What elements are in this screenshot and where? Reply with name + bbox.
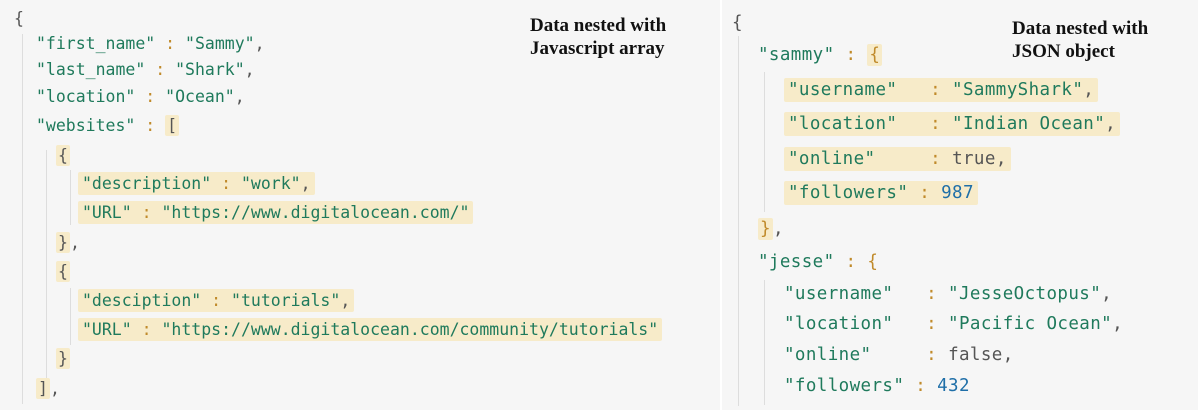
code-line: "sammy" : { bbox=[758, 44, 883, 66]
code-line: "last_name" : "Shark", bbox=[36, 60, 255, 79]
code-line: "online" : true, bbox=[784, 147, 1011, 171]
code-line: { bbox=[732, 13, 743, 33]
code-line: "location" : "Indian Ocean", bbox=[784, 112, 1121, 136]
code-line: "description" : "work", bbox=[78, 172, 315, 196]
code-line: "followers" : 432 bbox=[784, 376, 970, 396]
indent-guide bbox=[22, 34, 23, 404]
indent-guide bbox=[70, 170, 71, 225]
code-line: "first_name" : "Sammy", bbox=[36, 34, 265, 53]
code-line: "username" : "SammyShark", bbox=[784, 78, 1099, 102]
code-line: "online" : false, bbox=[784, 345, 1014, 365]
code-line: "websites" : [ bbox=[36, 115, 180, 136]
code-line: { bbox=[56, 261, 70, 282]
indent-guide bbox=[46, 150, 47, 380]
code-line: "desciption" : "tutorials", bbox=[78, 289, 355, 313]
code-line: "URL" : "https://www.digitalocean.com/co… bbox=[78, 318, 663, 342]
panel-divider bbox=[720, 0, 722, 415]
code-line: ], bbox=[36, 378, 60, 399]
indent-guide bbox=[70, 288, 71, 345]
code-line: "username" : "JesseOctopus", bbox=[784, 284, 1113, 304]
indent-guide bbox=[764, 280, 765, 405]
code-line: } bbox=[56, 348, 70, 369]
code-line: }, bbox=[758, 218, 784, 240]
code-line: "jesse" : { bbox=[758, 252, 879, 272]
indent-guide bbox=[738, 36, 739, 406]
code-line: { bbox=[56, 145, 70, 166]
code-line: "followers" : 987 bbox=[784, 181, 978, 205]
code-line: { bbox=[14, 9, 24, 28]
code-line: }, bbox=[56, 232, 80, 253]
code-line: "location" : "Ocean", bbox=[36, 87, 245, 106]
indent-guide bbox=[764, 72, 765, 212]
code-line: "URL" : "https://www.digitalocean.com/" bbox=[78, 201, 474, 225]
code-line: "location" : "Pacific Ocean", bbox=[784, 314, 1124, 334]
